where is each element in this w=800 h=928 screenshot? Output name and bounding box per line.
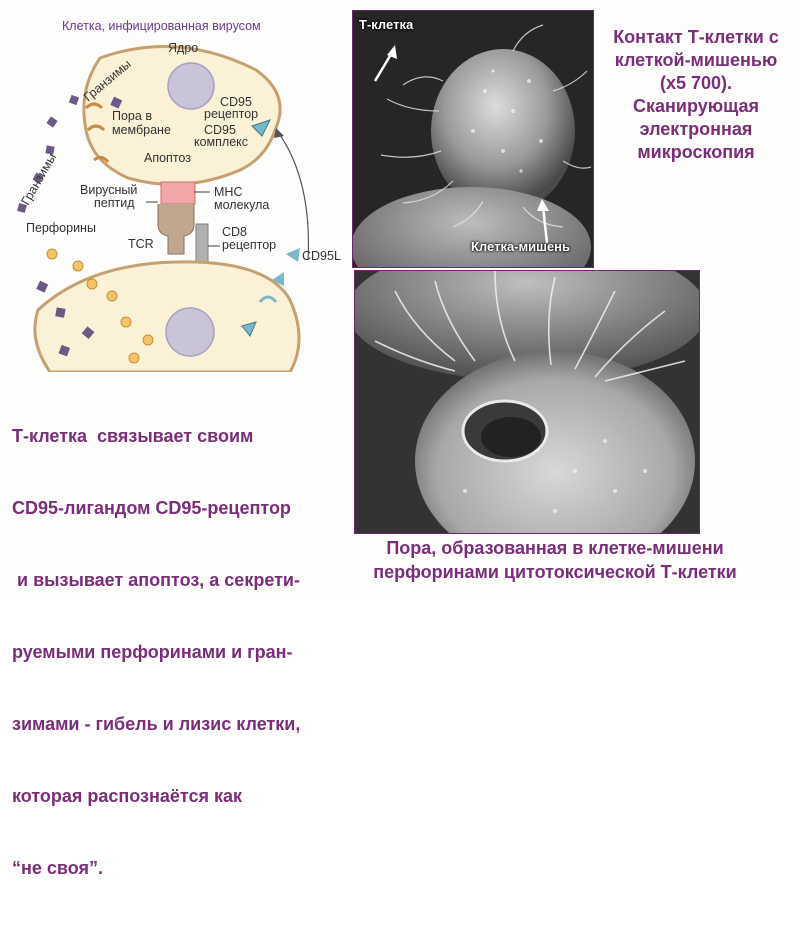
caption-left-line: которая распознаётся как bbox=[12, 786, 243, 806]
label-mhc-2: молекула bbox=[214, 198, 269, 212]
cd95l-ligand bbox=[286, 248, 300, 262]
caption-left-line: “не своя”. bbox=[12, 858, 103, 878]
sem-photo-pore bbox=[354, 270, 700, 534]
perforin-5 bbox=[120, 316, 132, 328]
granzyme-10 bbox=[58, 344, 71, 357]
label-pore-2: мембране bbox=[112, 123, 171, 137]
cd8-receptor bbox=[195, 223, 209, 265]
label-viral-peptide-2: пептид bbox=[94, 196, 135, 210]
label-cd95l: CD95L bbox=[302, 249, 341, 263]
cd95-arrow bbox=[277, 131, 310, 261]
granzyme-1 bbox=[68, 94, 80, 106]
granzyme-6 bbox=[110, 96, 123, 109]
arrow-target bbox=[541, 206, 549, 244]
label-cd8-2: рецептор bbox=[222, 238, 276, 252]
diagram-svg: Клетка, инфицированная вирусом bbox=[17, 19, 341, 374]
sem-photo-contact: Т-клетка Клетка-мишень bbox=[352, 10, 594, 268]
caption-sem-contact: Контакт Т-клетки с клеткой-мишенью (x5 7… bbox=[596, 26, 796, 164]
cell-diagram: Клетка, инфицированная вирусом bbox=[8, 10, 348, 374]
label-perforins: Перфорины bbox=[26, 221, 96, 235]
sem-pore-image bbox=[355, 271, 699, 533]
caption-left-line: CD95-лигандом CD95-рецептор bbox=[12, 498, 291, 518]
label-cd95-receptor-2: рецептор bbox=[204, 107, 258, 121]
lower-receptor-1 bbox=[258, 295, 278, 303]
pore-3 bbox=[93, 155, 110, 163]
caption-left-line: руемыми перфоринами и гран- bbox=[12, 642, 293, 662]
label-granzymes-2: Гранзимы bbox=[18, 151, 59, 208]
caption-right-line: электронная bbox=[639, 119, 753, 139]
lower-cell bbox=[33, 260, 301, 374]
caption-right-line: Контакт Т-клетки с bbox=[613, 27, 779, 47]
caption-right-line: клеткой-мишенью bbox=[614, 50, 778, 70]
caption-bottom-line: перфоринами цитотоксической Т-клетки bbox=[373, 562, 737, 582]
pore-2 bbox=[86, 124, 106, 132]
sem-contact-image bbox=[353, 11, 593, 267]
diagram-title: Клетка, инфицированная вирусом bbox=[62, 19, 261, 33]
granzyme-4 bbox=[32, 172, 44, 184]
label-nucleus: Ядро bbox=[168, 41, 198, 55]
label-cd95-complex-2: комплекс bbox=[194, 135, 248, 149]
label-mhc-1: MHC bbox=[214, 185, 242, 199]
label-viral-peptide-1: Вирусный bbox=[80, 183, 137, 197]
granzyme-7 bbox=[36, 280, 49, 293]
perforin-2 bbox=[72, 260, 84, 272]
upper-nucleus bbox=[167, 62, 215, 110]
label-target-cell: Клетка-мишень bbox=[471, 239, 571, 254]
cd95-complex-shape bbox=[251, 119, 271, 137]
label-tcr: TCR bbox=[128, 237, 154, 251]
label-cd95-complex-1: CD95 bbox=[204, 123, 236, 137]
tcr-receptor bbox=[157, 204, 195, 255]
pore-1 bbox=[84, 102, 104, 110]
granzyme-2 bbox=[46, 116, 58, 128]
upper-cell bbox=[82, 45, 282, 186]
granzyme-3 bbox=[45, 145, 55, 155]
slide: Клетка, инфицированная вирусом bbox=[8, 10, 796, 878]
perforin-1 bbox=[46, 248, 58, 260]
lower-cd95 bbox=[241, 321, 257, 337]
granzyme-9 bbox=[81, 326, 95, 340]
perforin-6 bbox=[142, 334, 154, 346]
caption-left-line: зимами - гибель и лизис клетки, bbox=[12, 714, 301, 734]
caption-right-line: Сканирующая bbox=[632, 96, 760, 116]
caption-pore: Пора, образованная в клетке-мишени перфо… bbox=[330, 536, 780, 584]
label-cd95-receptor-1: CD95 bbox=[220, 95, 252, 109]
granzyme-8 bbox=[55, 307, 66, 318]
label-apoptosis: Апоптоз bbox=[144, 151, 191, 165]
label-pore-1: Пора в bbox=[112, 109, 152, 123]
perforin-3 bbox=[86, 278, 98, 290]
cd95-arrowhead bbox=[274, 128, 284, 138]
caption-bottom-line: Пора, образованная в клетке-мишени bbox=[386, 538, 724, 558]
caption-left-line: и вызывает апоптоз, а секрети- bbox=[12, 570, 300, 590]
lower-nucleus bbox=[165, 307, 215, 357]
mhc-molecule bbox=[160, 181, 196, 205]
perforin-4 bbox=[106, 290, 118, 302]
granzyme-5 bbox=[17, 203, 27, 213]
label-tcell: Т-клетка bbox=[359, 17, 414, 32]
caption-right-line: (x5 700). bbox=[659, 73, 733, 93]
caption-mechanism: Т-клетка связывает своим CD95-лигандом C… bbox=[12, 376, 352, 928]
label-cd8-1: CD8 bbox=[222, 225, 247, 239]
caption-left-line: Т-клетка связывает своим bbox=[12, 426, 254, 446]
perforin-7 bbox=[128, 352, 140, 364]
caption-right-line: микроскопия bbox=[637, 142, 755, 162]
cd95l-ligand-2 bbox=[272, 272, 284, 286]
